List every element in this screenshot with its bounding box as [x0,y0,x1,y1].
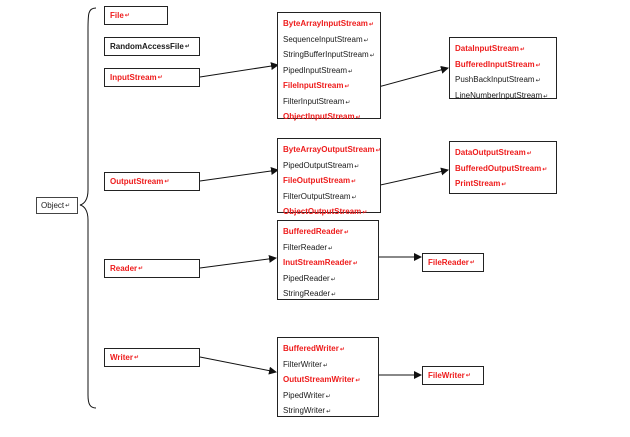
filewriter-class-box: FileWriter↵ [422,366,484,385]
class-fileinputstream: FileInputStream↵ [283,81,350,90]
inputstream-subclasses-box: ByteArrayInputStream↵ SequenceInputStrea… [277,12,381,121]
return-mark: ↵ [138,266,144,272]
class-filterinputstream: FilterInputStream↵ [283,96,351,106]
class-stringreader: StringReader↵ [283,289,337,298]
class-fileoutputstream: FileOutputStream↵ [283,176,357,185]
class-outputstreamwriter: OututStreamWriter↵ [283,375,361,384]
class-bufferedwriter: BufferedWriter↵ [283,344,345,353]
filewriter-class-label: FileWriter [428,371,465,380]
class-pushbackinputstream: PushBackInputStream↵ [455,75,541,84]
arrow-inputstream [199,62,279,78]
hierarchy-brace [79,7,97,409]
class-bytearrayoutputstream: ByteArrayOutputStream↵ [283,145,381,154]
class-linenumberinputstream: LineNumberInputStream↵ [455,90,549,100]
reader-class-label: Reader [110,264,138,273]
reader-subclasses-box: BufferedReader↵ FilterReader↵ InutStream… [277,220,379,300]
class-filteroutputstream: FilterOutputStream↵ [283,191,357,201]
class-objectinputstream: ObjectInputStream↵ [283,112,361,121]
inputstream-class-box: InputStream↵ [104,68,200,87]
class-printstream: PrintStream↵ [455,179,507,188]
class-stringwriter: StringWriter↵ [283,406,332,415]
class-objectoutputstream: ObjectOutputStream↵ [283,207,368,216]
inputstream-class-label: InputStream [110,73,157,82]
class-datainputstream: DataInputStream↵ [455,44,526,53]
randomaccessfile-class-label: RandomAccessFile [110,42,184,51]
class-bytearrayinputstream: ByteArrayInputStream↵ [283,19,374,28]
filereader-class-box: FileReader↵ [422,253,484,272]
return-mark: ↵ [164,179,170,185]
class-pipedreader: PipedReader↵ [283,273,336,283]
return-mark: ↵ [184,44,190,50]
arrow-reader [199,254,277,269]
return-mark: ↵ [469,260,475,266]
filterinputstream-subclasses-box: DataInputStream↵ BufferedInputStream↵ Pu… [449,37,557,100]
outputstream-class-label: OutputStream [110,177,164,186]
return-mark: ↵ [124,13,130,19]
return-mark: ↵ [157,75,163,81]
return-mark: ↵ [133,355,139,361]
file-class-box: File↵ [104,6,168,25]
class-bufferedoutputstream: BufferedOutputStream↵ [455,163,548,173]
class-bufferedreader: BufferedReader↵ [283,227,350,236]
randomaccessfile-class-box: RandomAccessFile↵ [104,37,200,56]
writer-class-label: Writer [110,353,133,362]
class-dataoutputstream: DataOutputStream↵ [455,148,532,157]
outputstream-subclasses-box: ByteArrayOutputStream↵ PipedOutputStream… [277,138,381,216]
return-mark: ↵ [465,373,471,379]
class-bufferedinputstream: BufferedInputStream↵ [455,59,541,69]
object-root-box: Object↵ [36,197,78,214]
class-inputstreamreader: InutStreamReader↵ [283,258,358,267]
filteroutputstream-subclasses-box: DataOutputStream↵ BufferedOutputStream↵ … [449,141,557,194]
file-class-label: File [110,11,124,20]
outputstream-class-box: OutputStream↵ [104,172,200,191]
object-label: Object [41,201,65,210]
filereader-class-label: FileReader [428,258,469,267]
class-sequenceinputstream: SequenceInputStream↵ [283,34,369,44]
arrow-writer [199,356,277,375]
class-pipedoutputstream: PipedOutputStream↵ [283,160,360,170]
class-pipedinputstream: PipedInputStream↵ [283,65,354,75]
return-mark: ↵ [65,203,71,209]
class-stringbufferinputstream: StringBufferInputStream↵ [283,50,375,59]
class-filterreader: FilterReader↵ [283,242,334,252]
arrow-outputstream [199,167,279,182]
writer-subclasses-box: BufferedWriter↵ FilterWriter↵ OututStrea… [277,337,379,417]
class-filterwriter: FilterWriter↵ [283,359,328,369]
class-pipedwriter: PipedWriter↵ [283,390,331,400]
reader-class-box: Reader↵ [104,259,200,278]
writer-class-box: Writer↵ [104,348,200,367]
